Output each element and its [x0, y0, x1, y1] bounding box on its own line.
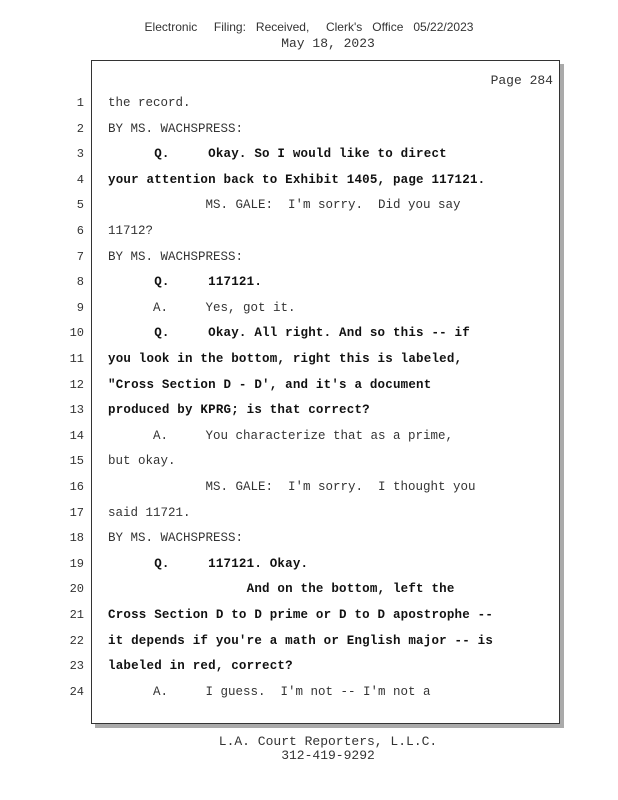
transcript-page-frame: Page 284	[91, 60, 560, 724]
line-number: 16	[69, 480, 84, 494]
transcript-line-text: BY MS. WACHSPRESS:	[108, 122, 244, 136]
page-number: Page 284	[490, 73, 553, 88]
transcript-line-text: A. I guess. I'm not -- I'm not a	[108, 685, 431, 699]
transcript-line-text: And on the bottom, left the	[108, 582, 455, 596]
line-number: 14	[69, 429, 84, 443]
transcript-line-text: MS. GALE: I'm sorry. Did you say	[108, 198, 461, 212]
transcript-line-text: Q. Okay. All right. And so this -- if	[108, 326, 470, 340]
line-number: 5	[76, 198, 84, 212]
transcript-line-text: the record.	[108, 96, 191, 110]
line-number: 4	[76, 173, 84, 187]
line-number: 9	[76, 301, 84, 315]
deposition-date: May 18, 2023	[281, 36, 375, 51]
line-number: 15	[69, 454, 84, 468]
transcript-line-text: "Cross Section D - D', and it's a docume…	[108, 378, 432, 392]
line-number: 12	[69, 378, 84, 392]
line-number: 19	[69, 557, 84, 571]
line-number: 11	[69, 352, 84, 366]
reporter-company: L.A. Court Reporters, L.L.C.	[218, 734, 438, 749]
line-number: 10	[69, 326, 84, 340]
transcript-line-text: your attention back to Exhibit 1405, pag…	[108, 173, 486, 187]
line-number: 22	[69, 634, 84, 648]
transcript-line-text: A. Yes, got it.	[108, 301, 296, 315]
transcript-line-text: 11712?	[108, 224, 154, 238]
transcript-line-text: it depends if you're a math or English m…	[108, 634, 494, 648]
line-number: 18	[69, 531, 84, 545]
transcript-line-text: Q. 117121.	[108, 275, 263, 289]
transcript-line-text: Q. Okay. So I would like to direct	[108, 147, 447, 161]
line-number: 3	[76, 147, 84, 161]
line-number: 23	[69, 659, 84, 673]
line-number: 2	[76, 122, 84, 136]
line-number: 17	[69, 506, 84, 520]
line-number: 24	[69, 685, 84, 699]
transcript-line-text: but okay.	[108, 454, 176, 468]
transcript-line-text: A. You characterize that as a prime,	[108, 429, 454, 443]
transcript-line-text: Q. 117121. Okay.	[108, 557, 309, 571]
transcript-line-text: labeled in red, correct?	[108, 659, 293, 673]
transcript-line-text: MS. GALE: I'm sorry. I thought you	[108, 480, 476, 494]
filing-stamp: Electronic Filing: Received, Clerk's Off…	[144, 20, 474, 34]
transcript-line-text: produced by KPRG; is that correct?	[108, 403, 370, 417]
transcript-line-text: BY MS. WACHSPRESS:	[108, 531, 244, 545]
line-number: 21	[69, 608, 84, 622]
line-number: 8	[76, 275, 84, 289]
line-number: 1	[76, 96, 84, 110]
transcript-line-text: said 11721.	[108, 506, 191, 520]
line-number: 7	[76, 250, 84, 264]
line-number: 13	[69, 403, 84, 417]
reporter-phone: 312-419-9292	[281, 748, 375, 763]
line-number: 20	[69, 582, 84, 596]
transcript-line-text: BY MS. WACHSPRESS:	[108, 250, 244, 264]
line-number: 6	[76, 224, 84, 238]
transcript-line-text: you look in the bottom, right this is la…	[108, 352, 463, 366]
transcript-line-text: Cross Section D to D prime or D to D apo…	[108, 608, 494, 622]
